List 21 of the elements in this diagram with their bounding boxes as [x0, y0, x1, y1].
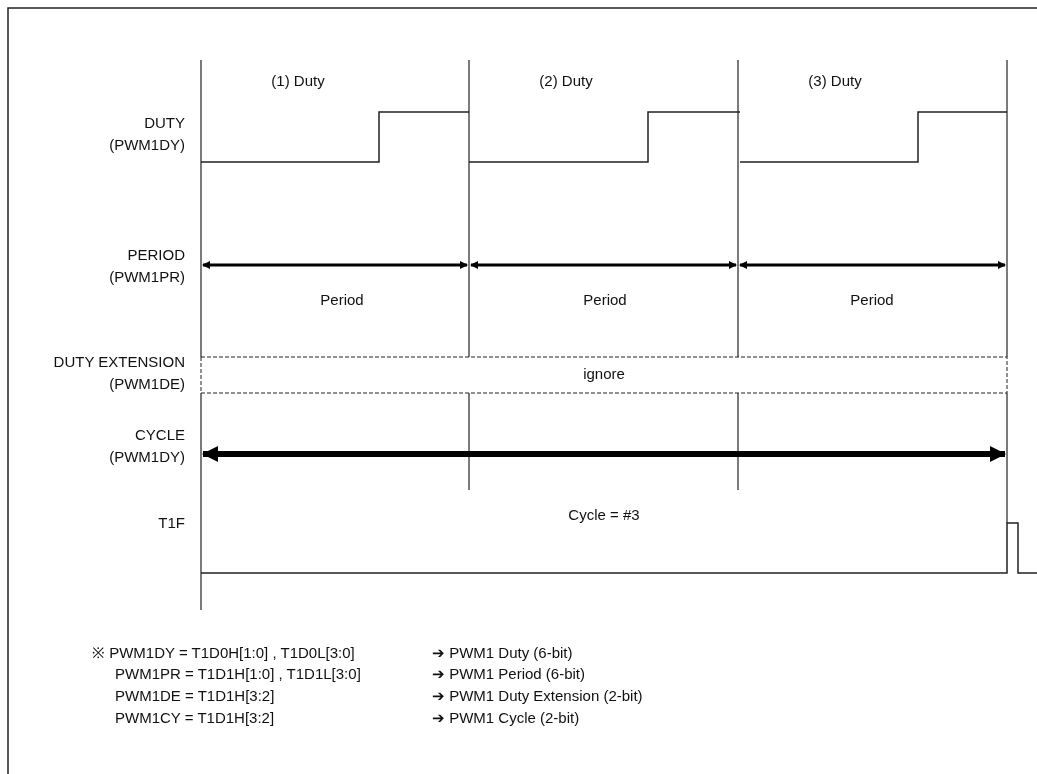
band-label: ignore: [583, 364, 625, 384]
period-heading: (2) Duty: [539, 71, 593, 91]
period-heading: (3) Duty: [808, 71, 862, 91]
period-label: Period: [850, 290, 894, 310]
signal-label: PERIOD (PWM1PR): [108, 245, 185, 287]
period-heading: (1) Duty: [271, 71, 325, 91]
cycle-label: Cycle = #3: [568, 505, 640, 525]
period-label: Period: [583, 290, 627, 310]
note-text: ➔ PWM1 Duty (6-bit): [432, 643, 573, 663]
note-text: ※ PWM1DY = T1D0H[1:0] , T1D0L[3:0]: [92, 643, 355, 663]
note-text: ➔ PWM1 Cycle (2-bit): [432, 708, 580, 728]
signal-label: DUTY EXTENSION (PWM1DE): [52, 352, 185, 394]
note-text: PWM1PR = T1D1H[1:0] , T1D1L[3:0]: [115, 664, 361, 684]
note-text: ➔ PWM1 Period (6-bit): [432, 664, 586, 684]
note-text: PWM1CY = T1D1H[3:2]: [115, 708, 275, 728]
signal-label: T1F: [157, 513, 185, 533]
note-text: ➔ PWM1 Duty Extension (2-bit): [432, 686, 643, 706]
signal-label: CYCLE (PWM1DY): [108, 425, 185, 467]
period-label: Period: [320, 290, 364, 310]
signal-label: DUTY (PWM1DY): [108, 113, 185, 155]
note-text: PWM1DE = T1D1H[3:2]: [115, 686, 275, 706]
